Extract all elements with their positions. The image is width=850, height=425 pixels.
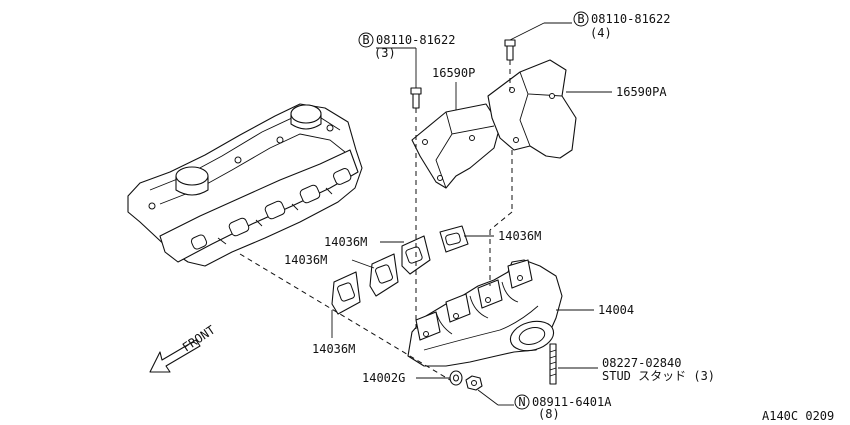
- gasket-2: [369, 253, 399, 297]
- callout-stud-partno: 08227-02840: [602, 356, 681, 370]
- callout-bolt-left-qty: (3): [374, 46, 396, 60]
- callout-gasket-3: 14036M: [324, 235, 367, 249]
- exhaust-manifold: [407, 259, 563, 367]
- callout-stud-desc: STUD スタッド (3): [602, 369, 715, 383]
- drawing-code: A140C 0209: [762, 409, 834, 423]
- bolt-right: [504, 39, 516, 61]
- callout-bolt-right-partno: 08110-81622: [591, 12, 670, 26]
- washer: [449, 370, 463, 386]
- assembly-lines: [239, 60, 513, 381]
- callout-bolt-right-qty: (4): [590, 26, 612, 40]
- front-label: FRONT: [180, 323, 218, 355]
- marker-b-right: B: [577, 12, 584, 26]
- circle-b-marker-icon: B: [573, 11, 589, 27]
- callout-gasket-1: 14036M: [312, 342, 355, 356]
- callout-washer: 14002G: [362, 371, 405, 385]
- callout-bolt-left-partno: 08110-81622: [376, 33, 455, 47]
- callout-shield-left: 16590P: [432, 66, 475, 80]
- front-arrow-icon: [149, 339, 201, 373]
- cylinder-head: [127, 103, 363, 267]
- callout-nut-partno: 08911-6401A: [532, 395, 612, 409]
- callout-gasket-4: 14036M: [498, 229, 541, 243]
- marker-n: N: [518, 395, 525, 409]
- callout-gasket-2: 14036M: [284, 253, 327, 267]
- callout-shield-right: 16590PA: [616, 85, 667, 99]
- stud: [549, 343, 557, 385]
- nut: [465, 375, 483, 391]
- circle-b-marker-icon: B: [358, 32, 374, 48]
- leader-lines: [331, 22, 612, 406]
- gasket-1: [331, 271, 361, 315]
- heat-shield-16590PA: [487, 59, 577, 159]
- circle-n-marker-icon: N: [514, 394, 530, 410]
- callout-nut-qty: (8): [538, 407, 560, 421]
- heat-shield-16590P: [411, 103, 501, 189]
- marker-b-left: B: [362, 33, 369, 47]
- bolt-left: [410, 87, 422, 109]
- gasket-4: [439, 225, 469, 253]
- callout-manifold: 14004: [598, 303, 634, 317]
